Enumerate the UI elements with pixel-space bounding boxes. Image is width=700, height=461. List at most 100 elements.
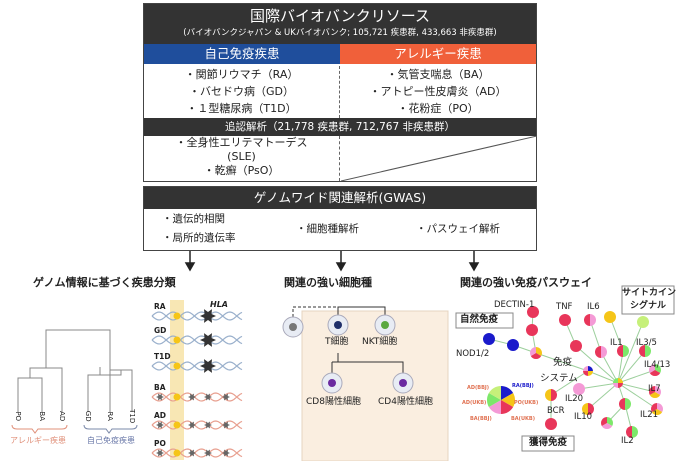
resource-title: 国際バイオバンクリソース [249, 7, 430, 25]
empty-diagonal [341, 136, 537, 181]
disease-pso: ・乾癬（PsO） [203, 164, 280, 177]
node-slice [655, 364, 661, 373]
node-label-il7: IL7 [648, 384, 661, 394]
pathway-edge [578, 382, 619, 390]
variant-marker [188, 421, 196, 429]
legend-slice-baukb [501, 400, 514, 414]
node-slice [536, 347, 542, 356]
variant-marker [173, 312, 181, 320]
disease-ad: ・アトピー性皮膚炎（AD） [369, 85, 507, 98]
pathway-node-il10 [582, 403, 594, 415]
pathway-node-il21 [651, 403, 663, 416]
pathway-node-bcr2 [545, 418, 557, 430]
legend-slice-adbbj [488, 386, 501, 400]
leaf-label-0: PO [14, 411, 23, 422]
immune-system-label-2: システム [540, 373, 578, 384]
pathway-node-hub [613, 378, 623, 388]
disease-po: ・花粉症（PO） [397, 102, 479, 115]
pathway-node-bcr1 [545, 389, 557, 401]
node-slice [657, 403, 663, 412]
strand-label: PO [154, 439, 166, 448]
pathway-node-i6a [584, 314, 596, 326]
variant-marker [222, 449, 230, 457]
node-slice [613, 378, 618, 383]
cd8-cell-label: CD8陽性細胞 [306, 397, 361, 407]
disease-sle: ・全身性エリテマトーデス [175, 136, 308, 149]
variant-marker [204, 393, 212, 401]
pathway-edge [587, 370, 619, 384]
cytokine-label-1: サイトカイン [622, 288, 677, 298]
node-slice [617, 345, 623, 357]
gwas-box: ゲノムワイド関連解析(GWAS) ・遺伝的相関 ・局所的遺伝率 ・細胞種解析 ・… [143, 186, 537, 251]
pathway-edge [617, 350, 646, 384]
gwas-title: ゲノムワイド関連解析(GWAS) [144, 187, 536, 209]
node-label-il2: IL2 [621, 436, 634, 446]
variant-marker [222, 393, 230, 401]
node-slice [551, 389, 557, 401]
variant-marker [156, 449, 164, 457]
legend-slice-rabbj [501, 386, 514, 400]
t-cell-icon [327, 314, 349, 336]
autoimmune-header: 自己免疫疾患 [144, 44, 340, 64]
node-slice [588, 403, 594, 415]
resource-header: 国際バイオバンクリソース (バイオバンクジャパン & UKバイオバンク; 105… [144, 4, 536, 44]
disease-sle-abbr: (SLE) [227, 150, 256, 163]
pathway-edge [609, 316, 624, 352]
pathway-edge [587, 382, 619, 410]
arrow-head-pathways [468, 262, 480, 272]
dendrogram [11, 329, 138, 434]
nkt-cell-label: NKT細胞 [362, 337, 398, 347]
node-slice [655, 386, 661, 395]
node-slice [618, 378, 623, 383]
group-allergy-label: アレルギー疾患 [10, 436, 66, 445]
node-label-dectin1: DECTIN-1 [494, 300, 535, 310]
variant-marker [188, 449, 196, 457]
replication-bar: 追認解析（21,778 疾患群, 712,767 非疾患群） [144, 118, 536, 136]
strand-label: RA [154, 302, 166, 311]
pathways-title: 関連の強い免疫パスウェイ [460, 276, 592, 289]
pathway-node-a1 [619, 398, 631, 410]
pathway-edge [617, 369, 656, 384]
resource-subtitle: (バイオバンクジャパン & UKバイオバンク; 105,721 疾患群, 433… [183, 28, 497, 38]
other-cell-icon [282, 316, 304, 338]
disease-ra: ・関節リウマチ（RA） [184, 68, 299, 81]
t-cell-label: T細胞 [325, 337, 349, 347]
gwas-genetic-correlation: ・遺伝的相関 [162, 213, 225, 225]
disease-t1d: ・１型糖尿病（T1D） [186, 102, 297, 115]
gwas-pathway: ・パスウェイ解析 [416, 223, 500, 235]
pathway-edge [617, 382, 658, 410]
replication-list: ・全身性エリテマトーデス (SLE) ・乾癬（PsO） [144, 136, 340, 181]
hla-label: HLA [210, 300, 228, 309]
node-label-nod12: NOD1/2 [456, 349, 490, 359]
cytokine-label-2: シグナル [629, 301, 666, 311]
legend-slice-babbj [488, 400, 501, 414]
dna-strand-t1d [151, 359, 243, 373]
gwas-local-heritability: ・局所的遺伝率 [162, 232, 236, 244]
variant-marker [156, 421, 164, 429]
legend-label-2: BA(UKB) [511, 416, 535, 422]
legend-slice-adukb [487, 393, 501, 407]
node-slice [595, 346, 601, 358]
leaf-label-2: AD [58, 411, 67, 422]
strand-label: BA [154, 383, 166, 392]
node-slice [651, 403, 657, 412]
cd4-cell-icon [392, 372, 414, 394]
pathway-node-d1 [527, 306, 539, 318]
node-slice [623, 345, 629, 357]
pathway-node-il35 [639, 345, 651, 357]
disease-ba: ・気管支喘息（BA） [386, 68, 490, 81]
node-slice [601, 346, 607, 358]
dna-strand-gd [151, 333, 243, 347]
gwas-cell-type: ・細胞種解析 [296, 223, 359, 235]
node-label-il1: IL1 [610, 338, 623, 348]
node-slice [645, 345, 651, 357]
strand-label: T1D [154, 352, 171, 361]
node-slice [588, 371, 593, 376]
node-slice [582, 403, 588, 415]
cytokine-box [621, 285, 675, 315]
node-label-bcr: BCR [547, 406, 565, 416]
leaf-label-5: T1D [128, 409, 137, 424]
pathway-node-il1 [617, 345, 629, 357]
node-slice [584, 314, 590, 326]
